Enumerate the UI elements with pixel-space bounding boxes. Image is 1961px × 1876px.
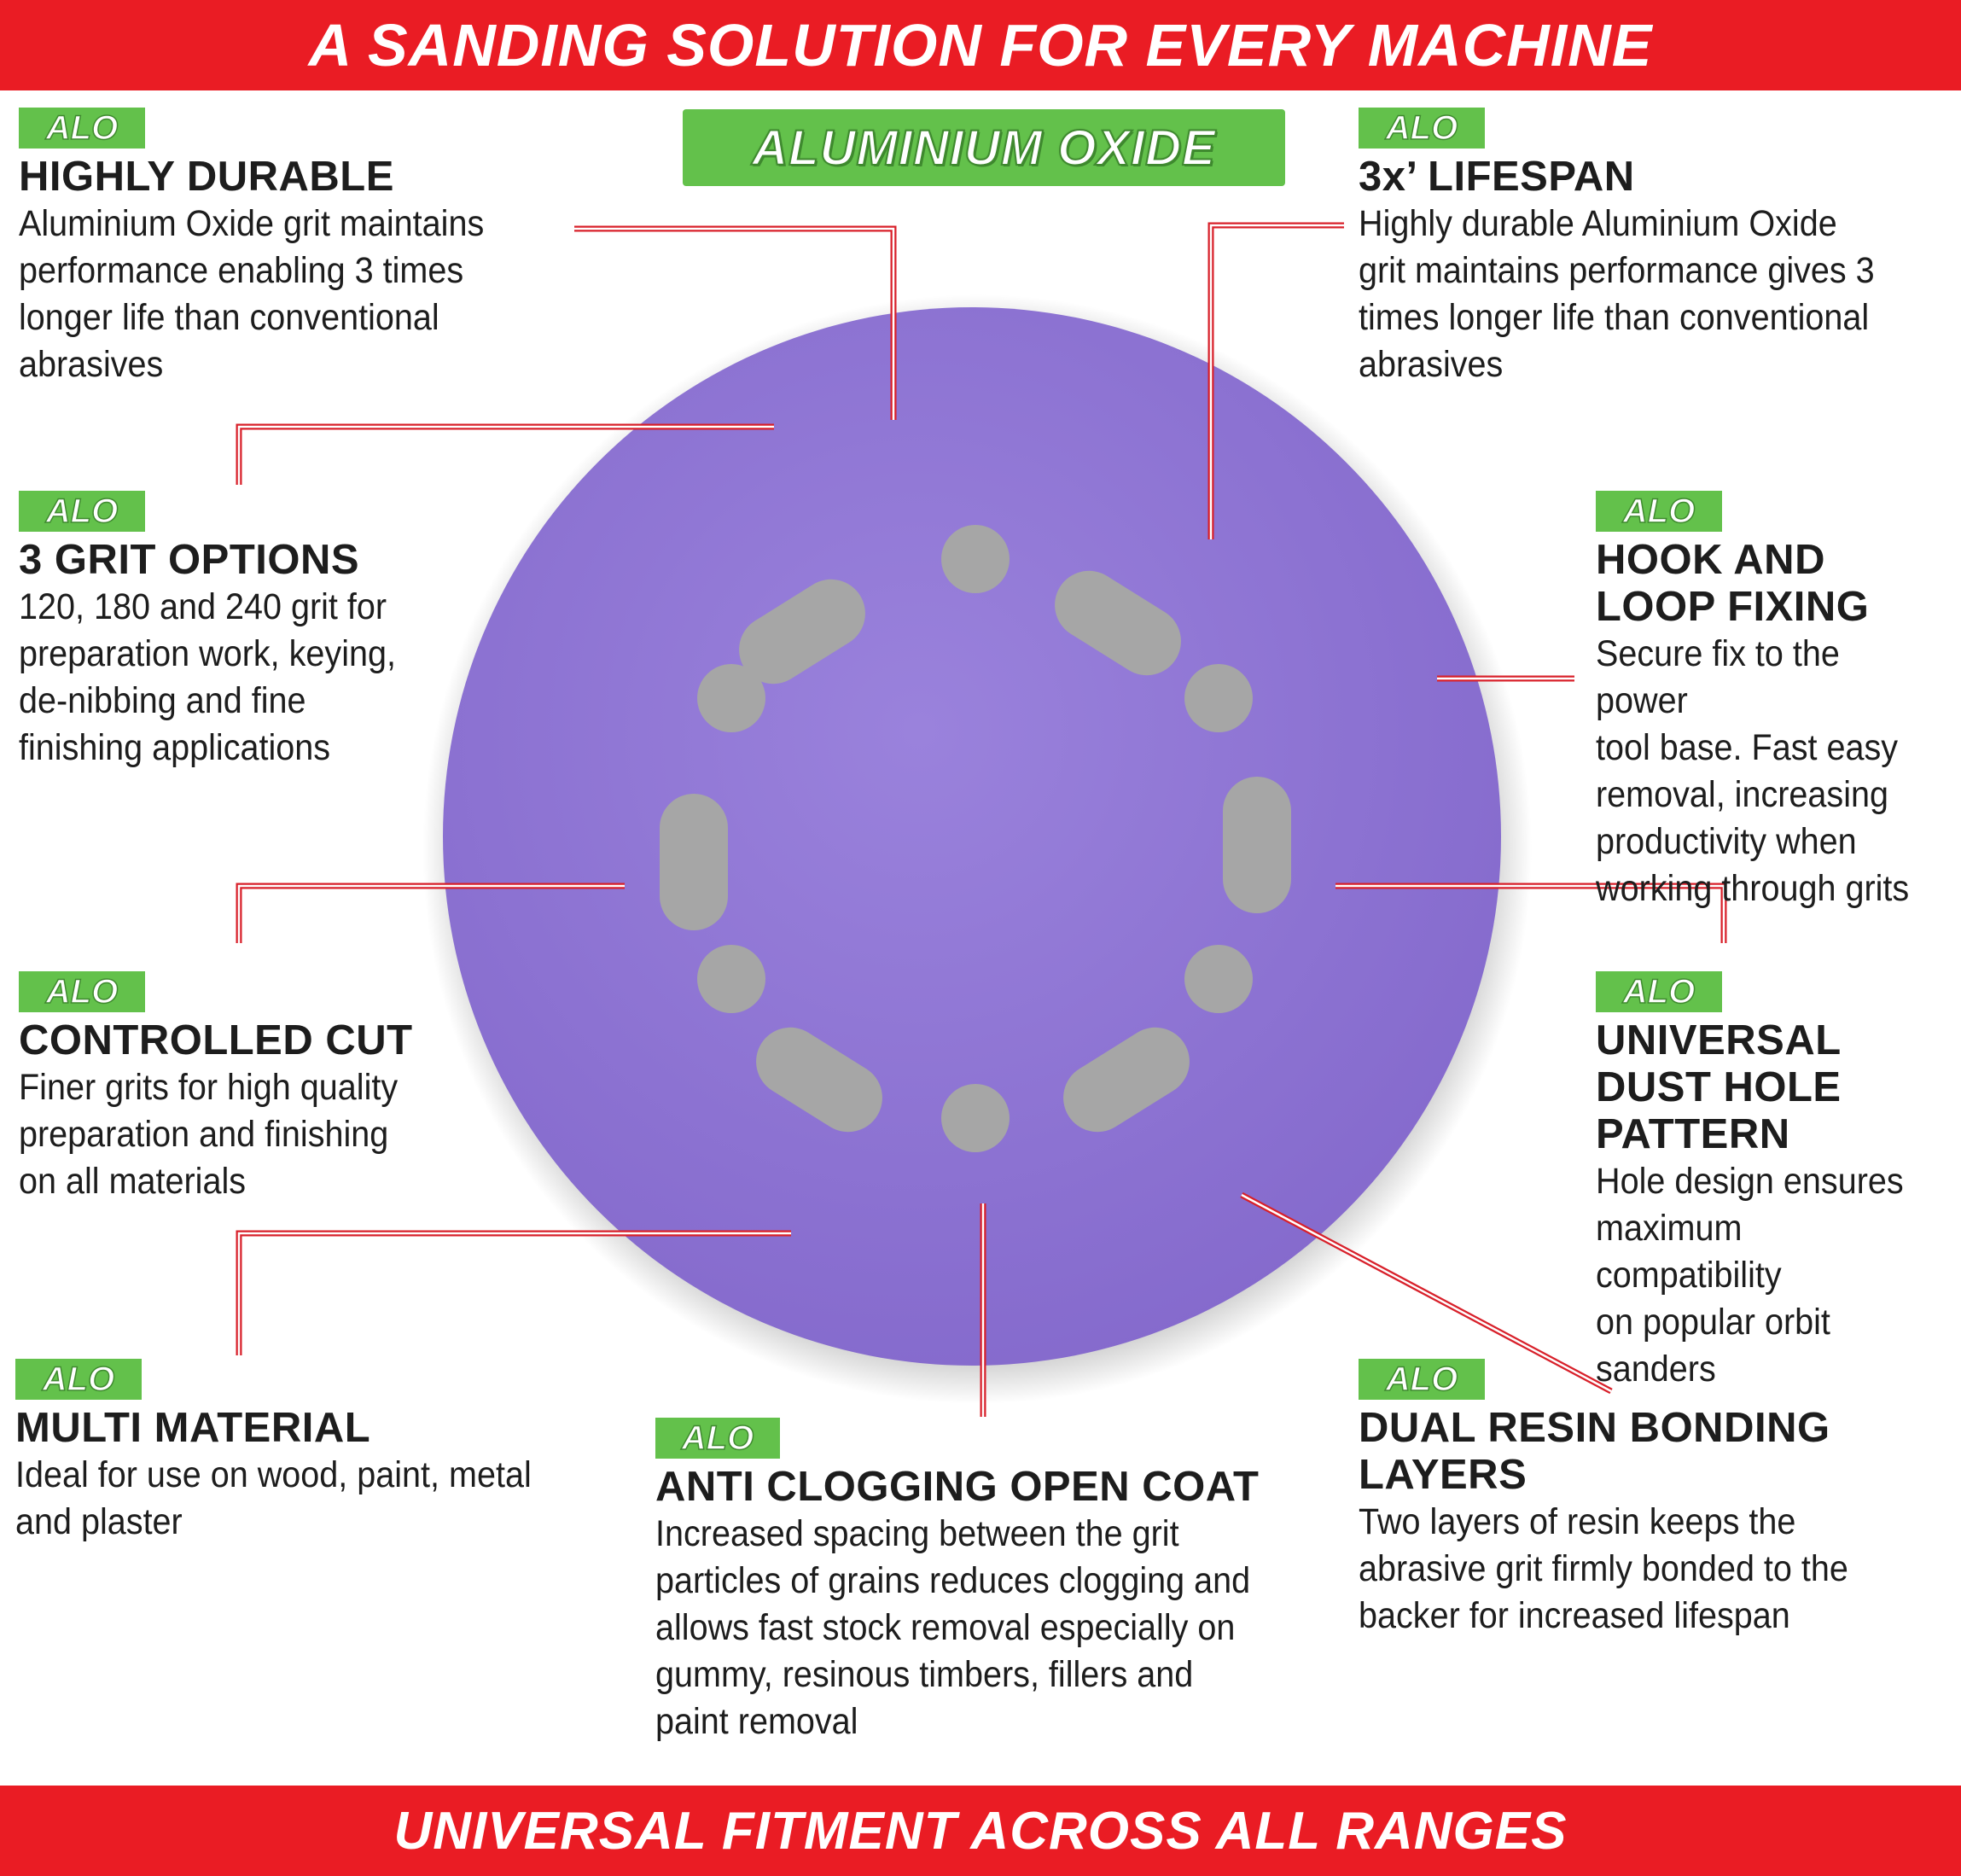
alo-badge: ALO	[19, 491, 145, 532]
alo-badge: ALO	[1596, 971, 1722, 1012]
aluminium-oxide-badge-text: ALUMINIUM OXIDE	[751, 119, 1216, 177]
feature-title: HIGHLY DURABLE	[19, 154, 394, 200]
feature-description: 120, 180 and 240 grit for preparation wo…	[19, 586, 396, 768]
feature-title: 3x’ LIFESPAN	[1359, 154, 1635, 200]
feature-dust-hole: ALO UNIVERSAL DUST HOLE PATTERN Hole des…	[1596, 971, 1961, 1393]
top-banner-text: A SANDING SOLUTION FOR EVERY MACHINE	[308, 12, 1653, 79]
aluminium-oxide-badge: ALUMINIUM OXIDE	[683, 109, 1285, 186]
alo-badge: ALO	[19, 108, 145, 149]
bottom-banner-text: UNIVERSAL FITMENT ACROSS ALL RANGES	[393, 1801, 1568, 1861]
feature-dual-resin: ALO DUAL RESIN BONDING LAYERS Two layers…	[1359, 1359, 1891, 1640]
feature-title: HOOK AND LOOP FIXING	[1596, 537, 1870, 630]
feature-description: Two layers of resin keeps the abrasive g…	[1359, 1501, 1848, 1636]
feature-title: CONTROLLED CUT	[19, 1017, 413, 1063]
feature-title: DUAL RESIN BONDING LAYERS	[1359, 1405, 1830, 1498]
feature-description: Aluminium Oxide grit maintains performan…	[19, 203, 485, 385]
sanding-disc	[443, 307, 1501, 1366]
feature-description: Finer grits for high quality preparation…	[19, 1067, 399, 1202]
feature-grit-options: ALO 3 GRIT OPTIONS 120, 180 and 240 grit…	[19, 491, 428, 772]
feature-anti-clogging: ALO ANTI CLOGGING OPEN COAT Increased sp…	[655, 1418, 1302, 1745]
feature-description: Hole design ensures maximum compatibilit…	[1596, 1161, 1904, 1390]
feature-description: Highly durable Aluminium Oxide grit main…	[1359, 203, 1875, 385]
alo-badge: ALO	[1359, 1359, 1485, 1400]
feature-multi-material: ALO MULTI MATERIAL Ideal for use on wood…	[15, 1359, 576, 1546]
alo-badge: ALO	[19, 971, 145, 1012]
feature-description: Ideal for use on wood, paint, metal and …	[15, 1454, 532, 1542]
alo-badge: ALO	[655, 1418, 780, 1459]
feature-hook-loop: ALO HOOK AND LOOP FIXING Secure fix to t…	[1596, 491, 1961, 912]
feature-title: UNIVERSAL DUST HOLE PATTERN	[1596, 1017, 1842, 1157]
feature-title: MULTI MATERIAL	[15, 1405, 371, 1451]
feature-title: ANTI CLOGGING OPEN COAT	[655, 1464, 1260, 1510]
feature-lifespan: ALO 3x’ LIFESPAN Highly durable Aluminiu…	[1359, 108, 1919, 388]
bottom-banner: UNIVERSAL FITMENT ACROSS ALL RANGES	[0, 1786, 1961, 1876]
feature-description: Increased spacing between the grit parti…	[655, 1513, 1251, 1742]
alo-badge: ALO	[1359, 108, 1485, 149]
top-banner: A SANDING SOLUTION FOR EVERY MACHINE	[0, 0, 1961, 90]
feature-highly-durable: ALO HIGHLY DURABLE Aluminium Oxide grit …	[19, 108, 525, 388]
feature-description: Secure fix to the power tool base. Fast …	[1596, 633, 1910, 909]
feature-controlled-cut: ALO CONTROLLED CUT Finer grits for high …	[19, 971, 431, 1205]
feature-title: 3 GRIT OPTIONS	[19, 537, 360, 583]
alo-badge: ALO	[15, 1359, 142, 1400]
alo-badge: ALO	[1596, 491, 1722, 532]
